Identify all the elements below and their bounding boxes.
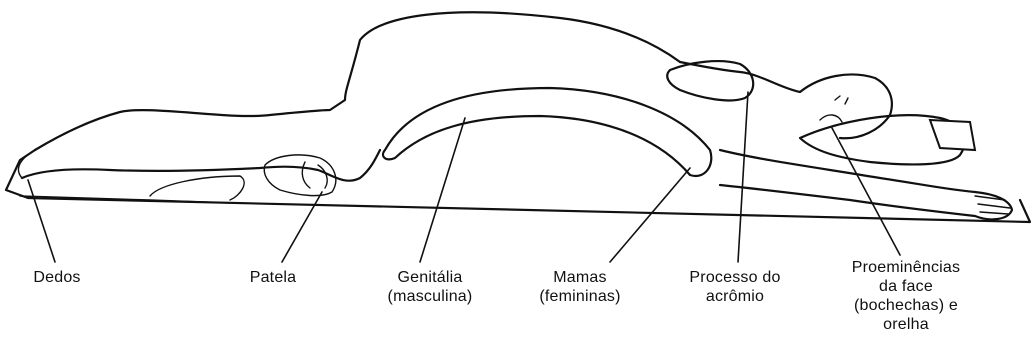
chest-support (383, 88, 711, 176)
legs-outline (35, 12, 680, 150)
leader-genitalia (420, 118, 465, 262)
knee-pad (264, 155, 336, 196)
shin-pad (150, 176, 244, 200)
leader-proeminencias (832, 128, 900, 255)
label-processo: Processo do acrômio (660, 268, 810, 306)
label-patela: Patela (218, 268, 328, 287)
label-proeminencias: Proeminências da face (bochechas) e orel… (826, 258, 986, 334)
leader-patela (282, 192, 322, 262)
leader-processo (738, 92, 748, 262)
leader-mamas (610, 168, 690, 262)
hand-fingers (975, 196, 1010, 214)
label-dedos: Dedos (2, 268, 112, 287)
leader-dedos (28, 180, 55, 262)
face-pad (930, 120, 975, 150)
face-detail (820, 96, 848, 122)
upper-body-outline (680, 62, 892, 138)
label-genitalia: Genitália (masculina) (360, 268, 500, 306)
label-mamas: Mamas (femininas) (510, 268, 650, 306)
patella-detail (302, 162, 327, 188)
